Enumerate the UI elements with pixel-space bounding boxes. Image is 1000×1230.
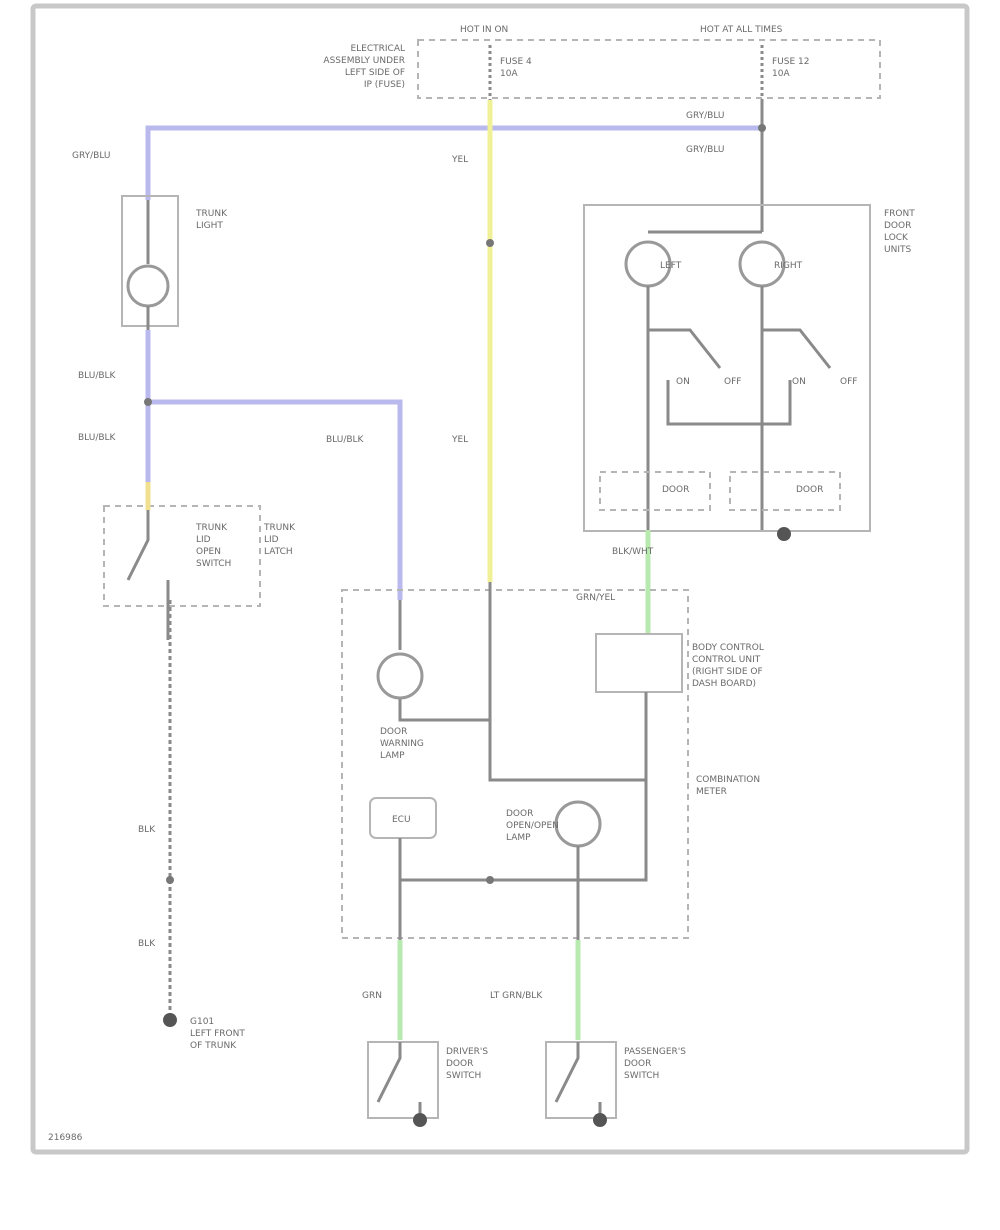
passenger-switch-label-1: PASSENGER'S xyxy=(624,1047,686,1057)
junction-node xyxy=(144,398,152,406)
ecu-label: ECU xyxy=(392,815,411,825)
passengers-door-switch: PASSENGER'S DOOR SWITCH xyxy=(545,1041,686,1127)
ground-left-label-2: LEFT FRONT xyxy=(190,1029,245,1039)
trunk-lid-switch-label-3: OPEN xyxy=(196,547,221,557)
left-lamp-label: LEFT xyxy=(660,261,682,271)
wire-label-blk-left-2: BLK xyxy=(138,939,156,949)
wire-label-yel-2: YEL xyxy=(451,435,468,445)
trunk-lid-latch-label-1: TRUNK xyxy=(263,523,296,533)
trunk-lid-switch-label-2: LID xyxy=(196,535,211,545)
fuse-left-rating: 10A xyxy=(500,69,518,79)
fuse-box-label-3: LEFT SIDE OF xyxy=(345,68,405,78)
warning-lamp-label-3: LAMP xyxy=(380,751,405,761)
key-switch-label-1: DRIVER'S xyxy=(446,1047,488,1057)
diagram-frame xyxy=(30,3,970,1155)
on-label-left: ON xyxy=(676,377,690,387)
wire-blue-left xyxy=(145,330,403,600)
trunk-lid-switch: TRUNK LID OPEN SWITCH TRUNK LID LATCH xyxy=(103,482,296,640)
junction-node xyxy=(486,239,494,247)
trunk-lid-switch-label-4: SWITCH xyxy=(196,559,231,569)
bcm-label-4: DASH BOARD) xyxy=(692,679,756,689)
bcm-label-1: BODY CONTROL xyxy=(692,643,764,653)
combination-meter: COMBINATION METER DOOR WARNING LAMP ECU … xyxy=(341,582,760,940)
off-label-right: OFF xyxy=(840,377,857,387)
right-box-label-4: UNITS xyxy=(884,245,911,255)
on-label-right: ON xyxy=(792,377,806,387)
ground-icon xyxy=(777,527,791,541)
wire-label-top-right-2: GRY/BLU xyxy=(686,145,725,155)
right-lamp-label: RIGHT xyxy=(774,261,803,271)
wire-label-blk-left-1: BLK xyxy=(138,825,156,835)
wire-label-grn-bottom: GRN xyxy=(362,991,382,1001)
junction-node xyxy=(166,876,174,884)
wire-label-blk-right: BLK/WHT xyxy=(612,547,654,557)
wire-label-yel-1: YEL xyxy=(451,155,468,165)
wire-label-blu-left-2: BLU/BLK xyxy=(78,433,117,443)
warning-lamp-label-1: DOOR xyxy=(380,727,407,737)
fuse-box-label-2: ASSEMBLY UNDER xyxy=(323,56,405,66)
body-control-unit: BODY CONTROL CONTROL UNIT (RIGHT SIDE OF… xyxy=(400,633,764,882)
off-label-left: OFF xyxy=(724,377,741,387)
right-box-label-2: DOOR xyxy=(884,221,911,231)
wire-label-top-right: GRY/BLU xyxy=(686,111,725,121)
junction-node xyxy=(758,124,766,132)
key-switch-label-3: SWITCH xyxy=(446,1071,481,1081)
door-label-right: DOOR xyxy=(796,485,823,495)
door-lock-units: FRONT DOOR LOCK UNITS LEFT RIGHT ON OFF … xyxy=(583,204,915,541)
combination-label-2: METER xyxy=(696,787,727,797)
wire-label-ltgrn-bottom: LT GRN/BLK xyxy=(490,991,543,1001)
bcm-label-2: CONTROL UNIT xyxy=(692,655,761,665)
ground-icon xyxy=(413,1113,427,1127)
combination-label-1: COMBINATION xyxy=(696,775,760,785)
fuse-right-rating: 10A xyxy=(772,69,790,79)
drivers-door-switch: DRIVER'S DOOR SWITCH xyxy=(367,1041,488,1127)
trunk-lid-latch-label-2: LID xyxy=(264,535,279,545)
fuse-right-id: FUSE 12 xyxy=(772,57,809,67)
trunk-light-label-1: TRUNK xyxy=(195,209,228,219)
open-lamp-label-2: OPEN/OPEN xyxy=(506,821,559,831)
open-lamp-label-1: DOOR xyxy=(506,809,533,819)
corner-id: 216986 xyxy=(48,1133,83,1143)
right-box-label-1: FRONT xyxy=(884,209,915,219)
passenger-switch-label-3: SWITCH xyxy=(624,1071,659,1081)
power-right-header: HOT AT ALL TIMES xyxy=(700,25,783,35)
ground-left-label-1: G101 xyxy=(190,1017,214,1027)
fuse-box-label-1: ELECTRICAL xyxy=(350,44,405,54)
fuse-box: HOT IN ON HOT AT ALL TIMES ELECTRICAL AS… xyxy=(323,25,881,100)
trunk-lid-latch-label-3: LATCH xyxy=(264,547,293,557)
junction-node xyxy=(486,876,494,884)
key-switch-label-2: DOOR xyxy=(446,1059,473,1069)
power-left-header: HOT IN ON xyxy=(460,25,508,35)
ground-left-icon xyxy=(163,1013,177,1027)
fuse-box-label-4: IP (FUSE) xyxy=(364,80,405,90)
right-box-label-3: LOCK xyxy=(884,233,909,243)
passenger-switch-label-2: DOOR xyxy=(624,1059,651,1069)
door-label-left: DOOR xyxy=(662,485,689,495)
warning-lamp-label-2: WARNING xyxy=(380,739,424,749)
open-lamp-label-3: LAMP xyxy=(506,833,531,843)
trunk-light: TRUNK LIGHT xyxy=(121,195,228,330)
wire-label-blu-left-1: BLU/BLK xyxy=(78,371,117,381)
wire-blue-top xyxy=(145,125,762,200)
trunk-light-label-2: LIGHT xyxy=(196,221,223,231)
ground-left-label-3: OF TRUNK xyxy=(190,1041,237,1051)
wire-label-top-left: GRY/BLU xyxy=(72,151,111,161)
fuse-left-id: FUSE 4 xyxy=(500,57,532,67)
wire-label-blu-mid: BLU/BLK xyxy=(326,435,365,445)
wire-label-grn-right: GRN/YEL xyxy=(576,593,615,603)
trunk-lid-switch-label-1: TRUNK xyxy=(195,523,228,533)
bcm-label-3: (RIGHT SIDE OF xyxy=(692,667,763,677)
ground-icon xyxy=(593,1113,607,1127)
